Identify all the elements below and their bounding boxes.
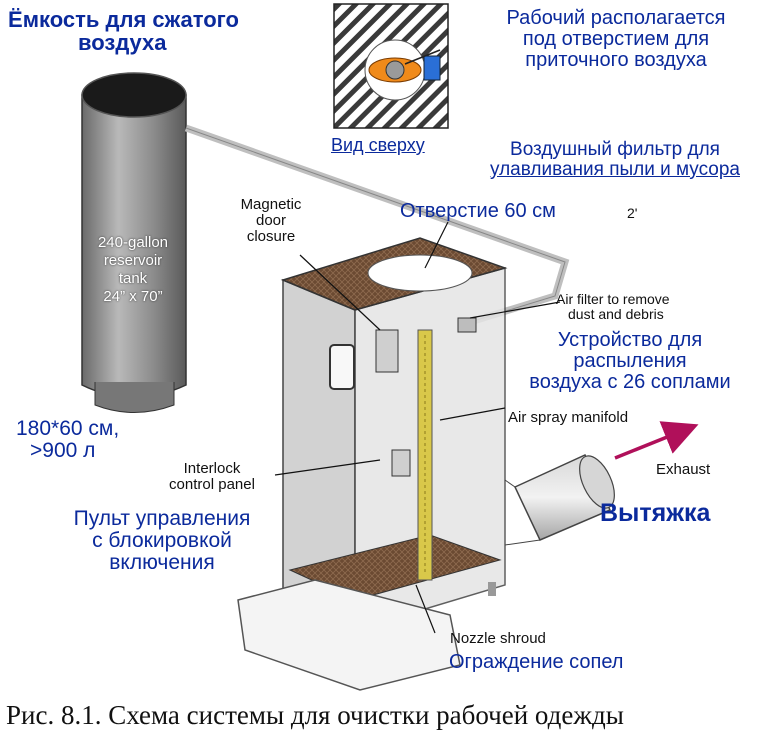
worker-line1: Рабочий располагается xyxy=(506,7,726,29)
opening-en: 2' xyxy=(627,205,638,221)
tank-title-ru: Ёмкость для сжатого воздуха xyxy=(8,8,239,54)
spray-ru-line2: распыления xyxy=(573,350,687,372)
floor-slab xyxy=(237,579,461,691)
air-filter-line2: dust and debris xyxy=(568,305,664,322)
air-filter-en: Air filter to remove dust and debris xyxy=(556,292,670,321)
tank-en-line2: reservoir xyxy=(103,252,163,269)
magnetic-door-en: Magnetic door closure xyxy=(226,197,316,244)
top-view-ru: Вид сверху xyxy=(331,135,425,155)
filter-ru: Воздушный фильтр для улавливания пыли и … xyxy=(486,140,744,180)
leader-lines xyxy=(274,221,561,634)
magnetic-line3: closure xyxy=(246,227,296,245)
top-view xyxy=(333,3,449,129)
tank-en-line1: 240-gallon xyxy=(97,234,169,251)
interlock-ru-line3: включения xyxy=(109,551,215,575)
worker-line3: приточного воздуха xyxy=(525,49,707,71)
spray-manifold xyxy=(375,317,477,581)
nozzle-ru: Ограждение сопел xyxy=(449,651,624,673)
tank-en-line4: 24” x 70” xyxy=(103,288,163,305)
interlock-en: Interlock control panel xyxy=(150,461,274,493)
exhaust-ru: Вытяжка xyxy=(600,499,711,527)
filter-ru-line2: улавливания пыли и мусора xyxy=(489,158,740,180)
tank-title-line2: воздуха xyxy=(78,30,167,56)
worker-line2: под отверстием для xyxy=(522,28,710,50)
interlock-en-line1: Interlock xyxy=(183,460,241,477)
spray-ru-line1: Устройство для xyxy=(557,329,703,351)
opening-ru: Отверстие 60 см xyxy=(400,200,556,222)
exhaust-en: Exhaust xyxy=(656,461,711,478)
worker-ru: Рабочий располагается под отверстием для… xyxy=(456,8,776,71)
interlock-ru-line2: с блокировкой xyxy=(92,529,232,553)
interlock-en-line2: control panel xyxy=(169,475,255,493)
tank-size-line2: >900 л xyxy=(30,439,96,463)
tank-title-line1: Ёмкость для сжатого xyxy=(8,7,239,32)
reservoir-tank xyxy=(81,72,187,413)
magnetic-line1: Magnetic xyxy=(240,196,302,213)
nozzle-en: Nozzle shroud xyxy=(450,630,546,647)
tank-size-line1: 180*60 см, xyxy=(16,417,120,440)
figure-caption: Рис. 8.1. Схема системы для очистки рабо… xyxy=(6,700,624,730)
tank-size-ru: 180*60 см, >900 л xyxy=(16,417,120,463)
tank-en-line3: tank xyxy=(118,270,148,287)
interlock-ru: Пульт управления с блокировкой включения xyxy=(34,507,290,575)
booth xyxy=(280,237,508,632)
magnetic-line2: door xyxy=(255,211,287,229)
exhaust-arrow xyxy=(614,421,699,460)
spray-ru-line3: воздуха с 26 соплами xyxy=(529,371,731,393)
air-filter-line1: Air filter to remove xyxy=(556,291,670,307)
filter-ru-line1: Воздушный фильтр для xyxy=(510,139,720,160)
spray-ru: Устройство для распыления воздуха с 26 с… xyxy=(498,330,762,393)
tank-en-label: 240-gallon reservoir tank 24” x 70” xyxy=(78,234,188,306)
exhaust-duct xyxy=(504,454,615,546)
spray-en: Air spray manifold xyxy=(508,409,629,426)
interlock-ru-line1: Пульт управления xyxy=(73,507,251,530)
